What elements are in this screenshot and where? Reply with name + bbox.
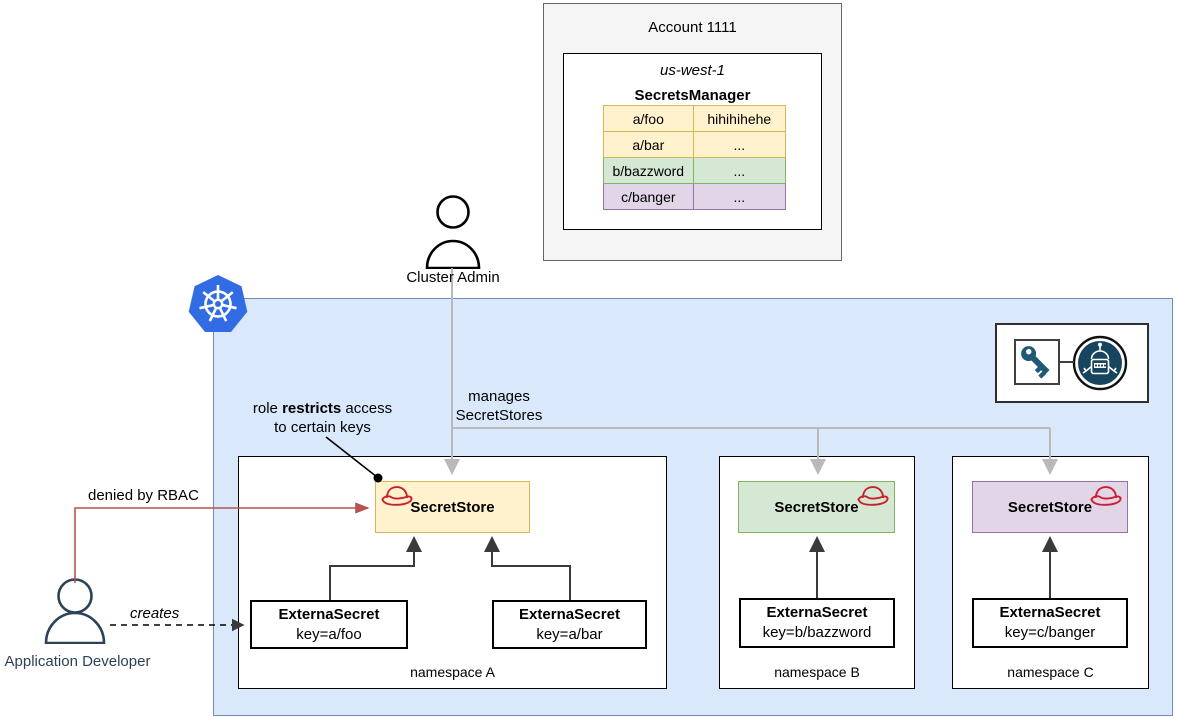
secret-value-cell: ... [692,131,787,158]
red-hat-icon [1090,486,1122,506]
person-icon [425,195,481,269]
externalsecret-key: key=a/bar [536,625,603,643]
secret-value-cell: ... [692,183,787,210]
externalsecret-c-banger: ExternaSecret key=c/banger [972,598,1128,648]
secretstore-c: SecretStore [972,481,1128,533]
namespace-b-label: namespace B [774,664,860,680]
application-developer-label: Application Developer [4,653,151,670]
externalsecret-title: ExternaSecret [519,605,620,623]
secretstore-b-label: SecretStore [774,498,859,516]
secretstore-a-label: SecretStore [410,498,495,516]
person-icon [44,578,106,644]
key-icon [1021,346,1050,379]
externalsecret-key: key=b/bazzword [762,624,872,641]
secrets-manager-label: SecretsManager [634,87,751,104]
role-restricts-label: role restricts access to certain keys [252,400,393,436]
table-row: a/bar ... [603,131,787,158]
externalsecret-a-bar: ExternaSecret key=a/bar [492,600,647,649]
external-secrets-robot-icon [1072,335,1128,391]
externalsecret-title: ExternaSecret [766,604,868,621]
secret-value-cell: hihihihehe [692,105,787,132]
namespace-c-label: namespace C [1007,664,1094,680]
externalsecret-title: ExternaSecret [278,605,380,623]
table-row: b/bazzword ... [603,157,787,184]
kubernetes-logo [188,275,248,332]
externalsecret-a-foo: ExternaSecret key=a/foo [250,600,408,649]
secrets-table: a/foo hihihihehe a/bar ... b/bazzword ..… [603,105,787,210]
red-hat-icon [381,486,413,506]
region-label: us-west-1 [659,62,726,79]
secret-key-cell: a/bar [603,131,694,158]
secretstore-a: SecretStore [375,481,530,533]
cluster-admin-label: Cluster Admin [406,269,500,286]
secretstore-c-label: SecretStore [1007,498,1093,516]
secret-key-cell: c/banger [603,183,694,210]
externalsecret-key: key=c/banger [1004,624,1096,641]
creates-label: creates [130,605,180,622]
namespace-a-label: namespace A [410,664,495,680]
table-row: a/foo hihihihehe [603,105,787,132]
secretstore-b: SecretStore [738,481,895,533]
externalsecret-title: ExternaSecret [999,604,1101,621]
red-hat-icon [857,486,889,506]
secret-key-cell: b/bazzword [603,157,694,184]
secret-value-cell: ... [692,157,787,184]
denied-by-rbac-label: denied by RBAC [88,487,199,504]
secret-key-cell: a/foo [603,105,694,132]
externalsecret-b-bazzword: ExternaSecret key=b/bazzword [739,598,895,648]
manages-secretstores-label: manages SecretStores [455,388,543,424]
externalsecret-key: key=a/foo [296,625,362,643]
table-row: c/banger ... [603,183,787,210]
account-title: Account 1111 [648,19,737,36]
